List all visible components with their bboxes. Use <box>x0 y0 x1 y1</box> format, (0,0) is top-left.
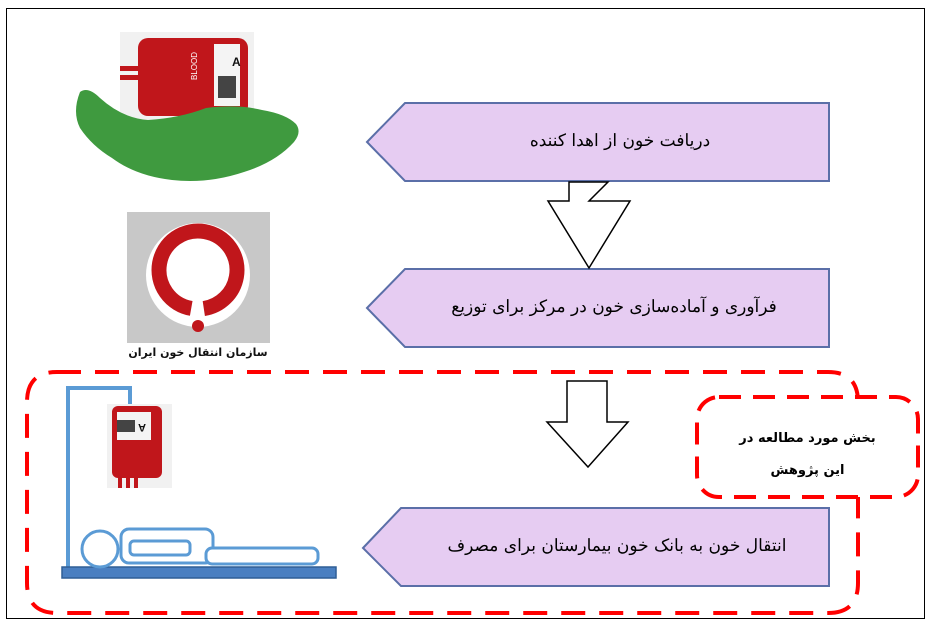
svg-text:BLOOD: BLOOD <box>190 52 199 80</box>
blood-organization-logo-icon <box>127 212 270 343</box>
patient-transfusion-icon: A <box>61 386 337 579</box>
study-note-box <box>695 395 920 499</box>
step-2-label: فرآوری و آماده‌سازی خون در مرکز برای توز… <box>451 297 777 317</box>
down-arrow-icon <box>546 181 632 270</box>
step-2-shape <box>365 268 830 348</box>
down-arrow-icon <box>545 380 630 469</box>
study-area-border <box>25 370 860 615</box>
study-note-line2: این پژوهش <box>770 463 845 478</box>
svg-text:A: A <box>138 421 146 433</box>
step-1-label: دریافت خون از اهدا کننده <box>529 131 711 151</box>
hand-holding-blood-bag-icon: BLOOD A <box>76 32 299 181</box>
step-3-label: انتقال خون به بانک خون بیمارستان برای مص… <box>447 536 787 556</box>
study-note-line1: بخش مورد مطالعه در <box>739 431 876 446</box>
step-1-shape <box>365 102 830 182</box>
organization-caption: سازمان انتقال خون ایران <box>128 346 268 359</box>
step-3-shape <box>361 507 830 587</box>
diagram-frame <box>6 8 925 619</box>
svg-text:A: A <box>232 55 241 69</box>
